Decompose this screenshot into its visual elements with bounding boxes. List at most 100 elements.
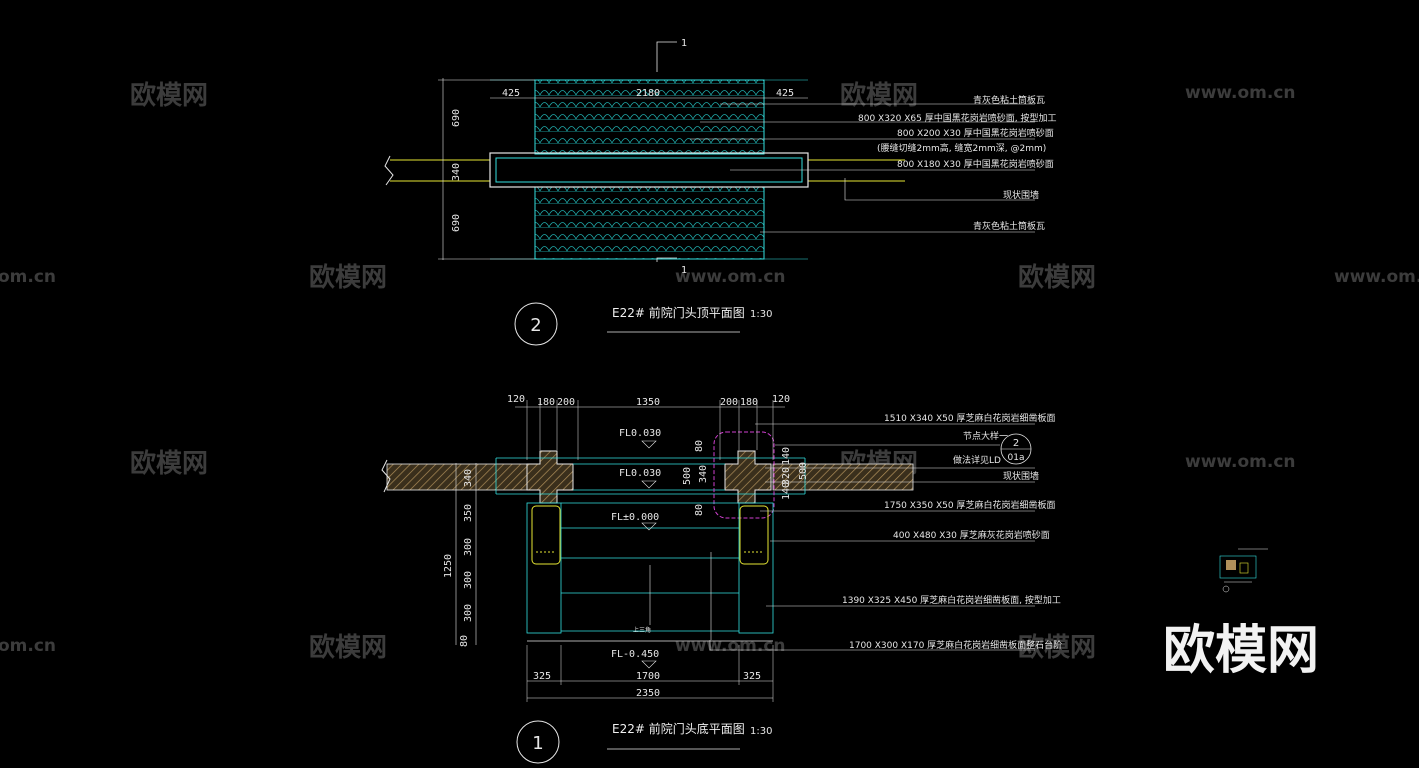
watermark-brand: 欧模网	[130, 448, 208, 479]
section-mark	[656, 41, 677, 72]
detail-callout-box	[713, 431, 775, 519]
top-note: 青灰色粘土筒板瓦	[973, 220, 1045, 232]
dim-left: 350	[463, 504, 474, 522]
watermark-url: om.cn	[0, 636, 56, 656]
dim-top: 200	[557, 397, 575, 408]
break-line	[384, 155, 394, 186]
dim-ticks	[526, 400, 774, 460]
dim-top: 120	[772, 394, 790, 405]
beam-lines	[495, 457, 806, 495]
dim-right: 140	[781, 447, 792, 465]
level-marker	[641, 522, 657, 531]
dim-right: 140	[781, 482, 792, 500]
dim-left: 340	[463, 469, 474, 487]
level-label: FL0.030	[619, 468, 661, 479]
watermark-brand: 欧模网	[309, 262, 387, 293]
dim-center: 80	[694, 504, 705, 516]
bottom-note: 400 X480 X30 厚芝麻灰花岗岩喷砂面	[893, 529, 1050, 541]
bottom-note: 1750 X350 X50 厚芝麻白花岗岩细凿板面	[884, 499, 1055, 511]
detail-bubble	[514, 302, 558, 346]
dim-top: 180	[537, 397, 555, 408]
section-mark-label: 1	[681, 265, 687, 276]
dim-top: 200	[720, 397, 738, 408]
watermark-url: www.om.cn	[1185, 83, 1296, 103]
pier-right	[739, 505, 769, 565]
dim-left-total: 1250	[443, 554, 454, 578]
bottom-plan: 上三角 120 180 200 1350 200 180 120 340 350…	[381, 394, 1062, 764]
watermarks: 欧模网 欧模网 www.om.cn 欧模网 欧模网 om.cn www.om.c…	[0, 80, 1419, 681]
leaders	[709, 423, 1035, 651]
center-label: 上三角	[633, 626, 651, 634]
section-mark-label: 1	[681, 38, 687, 49]
dim-bottom-total: 2350	[636, 688, 660, 699]
dim-left: 300	[463, 604, 474, 622]
bottom-note: 现状围墙	[1003, 470, 1039, 482]
top-note: 800 X320 X65 厚中国黑花岗岩喷砂面, 按型加工	[858, 112, 1056, 124]
top-dim-group: 120 180 200 1350 200 180 120	[507, 394, 790, 408]
top-plan: 425 2180 425 690 340 690 1 1 青灰色粘土筒板瓦 80…	[384, 38, 1056, 346]
detail-number: 1	[532, 733, 543, 754]
watermark-brand: 欧模网	[840, 80, 918, 111]
section-mark	[656, 257, 677, 262]
roof-tile-lower	[534, 186, 765, 260]
column-cross-left	[526, 450, 574, 504]
dim-bottom: 325	[533, 671, 551, 682]
dim-upper-depth: 690	[451, 109, 462, 127]
top-note: (腰缝切缝2mm高, 缝宽2mm深, @2mm)	[877, 142, 1046, 154]
dim-lower-depth: 690	[451, 214, 462, 232]
dim-top: 120	[507, 394, 525, 405]
dim-beam-depth: 340	[451, 163, 462, 181]
bottom-plan-title: E22# 前院门头底平面图	[612, 721, 745, 736]
dim-top: 180	[740, 397, 758, 408]
bottom-note: 1390 X325 X450 厚芝麻白花岗岩细凿板面, 按型加工	[842, 594, 1061, 606]
top-note: 800 X200 X30 厚中国黑花岗岩喷砂面	[897, 127, 1054, 139]
top-note: 800 X180 X30 厚中国黑花岗岩喷砂面	[897, 158, 1054, 170]
watermark-url: www.om.cn	[675, 267, 786, 287]
top-note: 现状围墙	[1003, 189, 1039, 201]
break-line	[381, 459, 391, 493]
bottom-note: 1510 X340 X50 厚芝麻白花岗岩细凿板面	[884, 412, 1055, 424]
watermark-brand: 欧模网	[1018, 262, 1096, 293]
dim-right: 500	[798, 462, 809, 480]
dim-right: 320	[781, 467, 792, 485]
callout-sheet: 01a	[1008, 453, 1025, 463]
dim-center: 500	[682, 467, 693, 485]
watermark-url: om.cn	[0, 267, 56, 287]
detail-bubble	[516, 720, 560, 764]
watermark-logo: 欧模网	[1163, 621, 1319, 681]
level-label: FL±0.000	[611, 512, 659, 523]
level-label: FL-0.450	[611, 649, 659, 660]
watermark-brand: 欧模网	[130, 80, 208, 111]
dim-bottom: 1700	[636, 671, 660, 682]
dim-right-overhang: 425	[776, 88, 794, 99]
dim-left-overhang: 425	[502, 88, 520, 99]
dim-width: 2180	[636, 88, 660, 99]
level-marker	[641, 440, 657, 449]
existing-wall-right	[772, 463, 914, 491]
watermark-url: www.om.cn	[1334, 267, 1419, 287]
bottom-plan-scale: 1:30	[750, 726, 772, 737]
dim-top: 1350	[636, 397, 660, 408]
roof-tile-upper	[534, 79, 765, 155]
dim-center: 340	[698, 465, 709, 483]
dim-left: 300	[463, 538, 474, 556]
detail-number: 2	[530, 315, 541, 336]
callout-label: 做法详见LD	[953, 454, 1001, 466]
dim-left: 80	[459, 635, 470, 647]
bottom-note: 1700 X300 X170 厚芝麻白花岗岩细凿板面整石台阶	[849, 639, 1062, 651]
level-label: FL0.030	[619, 428, 661, 439]
dim-bottom: 325	[743, 671, 761, 682]
level-marker	[641, 480, 657, 489]
watermark-url: www.om.cn	[675, 636, 786, 656]
mini-detail-thumbnail	[1219, 548, 1268, 593]
callout-label: 节点大样一	[963, 430, 1008, 442]
dim-left: 300	[463, 571, 474, 589]
existing-wall-left	[386, 463, 528, 491]
level-marker	[641, 660, 657, 669]
column-cross-right	[724, 450, 772, 504]
top-plan-title: E22# 前院门头顶平面图	[612, 305, 745, 320]
watermark-brand: 欧模网	[1018, 632, 1096, 663]
pier-left	[531, 505, 561, 565]
watermark-url: www.om.cn	[1185, 452, 1296, 472]
callout-number: 2	[1013, 438, 1019, 449]
